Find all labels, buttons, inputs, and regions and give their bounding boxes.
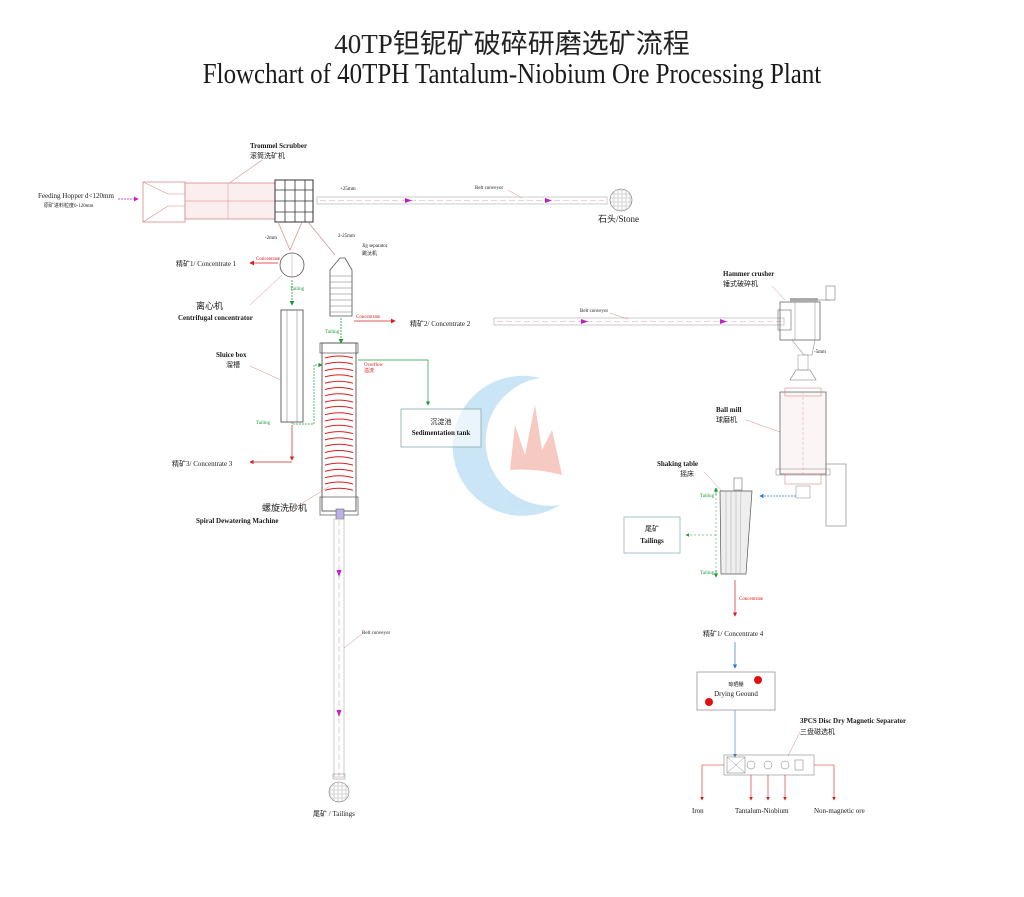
centrifuge-label-en: Centrifugal concentrator — [178, 314, 253, 322]
spiral-flight — [324, 443, 354, 447]
concentrate3-label: 精矿3/ Concentrate 3 — [172, 459, 233, 468]
concentrate1-label: 精矿1/ Concentrate 1 — [176, 259, 237, 268]
spiral-flight — [324, 355, 354, 359]
sluice-box: Sluice box 溜槽 Tailing 精矿3/ Concentrate 3 — [172, 309, 323, 468]
tailings-box-label-en: Tailings — [640, 537, 664, 545]
spiral-flight — [324, 481, 354, 485]
tailing-flow-label-2: Tailing — [325, 330, 340, 335]
concentrate-flow-label-4: Concentrate — [739, 597, 764, 602]
jig-label-en: Jig separator — [362, 244, 388, 249]
spiral-flight — [324, 405, 354, 409]
tailings-output-label: 尾矿 / Tailings — [313, 809, 355, 818]
feeding-hopper-label-cn: 原矿进料粒度0-120mm — [44, 202, 94, 209]
spiral-flight — [324, 462, 354, 466]
shaking-table-label-cn: 摇床 — [680, 469, 694, 478]
spiral-flight — [324, 450, 354, 453]
spiral-flight — [324, 487, 354, 491]
size-minus5-label: -5mm — [814, 350, 826, 355]
jig-label-cn: 跳汰机 — [362, 250, 377, 257]
concentrate-flow-label-1: Concentrate — [256, 257, 281, 262]
overflow-label-cn: 溢流 — [364, 367, 374, 374]
sedimentation-tank: 沉淀池 Sedimentation tank — [400, 408, 482, 448]
sluice-label-cn: 溜槽 — [226, 360, 240, 369]
marker-dot-icon — [754, 676, 762, 684]
feeding-hopper: Feeding Hopper d<120mm 原矿进料粒度0-120mm — [38, 181, 186, 223]
belt-conveyor-crusher: Belt conveyor — [493, 309, 785, 326]
spiral-label-en: Spiral Dewatering Machine — [196, 517, 278, 525]
trommel-scrubber: Trommel Scrubber 滚筒洗矿机 -2mm 2-25mm — [184, 142, 355, 256]
size-minus2-label: -2mm — [265, 236, 277, 241]
sedimentation-label-cn: 沉淀池 — [431, 417, 452, 426]
concentrate-flow-label-2: Concentrate — [356, 315, 381, 320]
spiral-flight — [324, 361, 354, 365]
spiral-flight — [324, 387, 354, 390]
tailings-box-label-cn: 尾矿 — [645, 524, 659, 533]
size-plus25-label: +25mm — [340, 187, 356, 192]
hammer-crusher: Hammer crusher 锤式破碎机 -5mm — [723, 270, 836, 356]
spiral-flight — [324, 418, 354, 422]
hammer-crusher-label-en: Hammer crusher — [723, 270, 774, 278]
size-2-25-label: 2-25mm — [338, 234, 355, 239]
spiral-flight — [324, 380, 354, 384]
stone-output-label: 石头/Stone — [598, 214, 639, 224]
overflow-label: Overflow — [364, 363, 384, 368]
sedimentation-label-en: Sedimentation tank — [412, 429, 471, 437]
sluice-label-en: Sluice box — [216, 351, 247, 359]
tailings-pile-icon — [328, 781, 350, 803]
belt-conveyor-label-1: Belt conveyor — [475, 186, 504, 191]
spiral-flight — [324, 437, 354, 441]
spiral-flight — [324, 475, 354, 479]
magnetic-separator: 3PCS Disc Dry Magnetic Separator 三盘磁选机 I… — [692, 717, 906, 815]
tailing-flow-label-4: Tailing — [700, 494, 715, 499]
belt-conveyor-tailings: Belt conveyor 尾矿 / Tailings — [313, 518, 391, 818]
spiral-flight — [324, 393, 354, 397]
magsep-label-en: 3PCS Disc Dry Magnetic Separator — [800, 717, 906, 725]
iron-output-label: Iron — [692, 807, 704, 815]
ball-mill-label-en: Ball mill — [716, 406, 742, 414]
tailing-flow-label-1: Tailing — [290, 287, 305, 292]
jig-separator: Jig separator 跳汰机 Concentrate 精矿2/ Conce… — [325, 244, 471, 344]
trommel-label-en: Trommel Scrubber — [250, 142, 307, 150]
marker-dot-icon — [705, 698, 713, 706]
spiral-flight — [324, 374, 354, 378]
concentrate2-label: 精矿2/ Concentrate 2 — [410, 319, 471, 328]
magsep-label-cn: 三盘磁选机 — [800, 727, 835, 736]
logo-peaks — [510, 405, 562, 475]
spiral-flight — [324, 424, 354, 428]
spiral-flight — [324, 431, 354, 435]
trommel-label-cn: 滚筒洗矿机 — [250, 151, 285, 160]
shaking-table-label-en: Shaking table — [657, 460, 698, 468]
spiral-flight — [324, 399, 354, 403]
non-magnetic-output-label: Non-magnetic ore — [814, 807, 865, 815]
spiral-label-cn: 螺旋洗砂机 — [262, 502, 307, 513]
ball-mill-label-cn: 球磨机 — [716, 415, 737, 424]
concentrate4-and-drying: 精矿1/ Concentrate 4 晾晒棚 Drying Geound — [696, 629, 776, 758]
centrifuge-label-cn: 离心机 — [196, 300, 223, 311]
belt-conveyor-stone: +25mm Belt conveyor 石头/Stone — [316, 186, 639, 224]
belt-conveyor-label-3: Belt conveyor — [362, 631, 391, 636]
stone-pile-icon — [609, 188, 633, 212]
spiral-flight — [324, 456, 354, 460]
belt-conveyor-label-2: Belt conveyor — [580, 309, 609, 314]
centrifugal-concentrator: 精矿1/ Concentrate 1 Concentrate Tailing 离… — [176, 252, 305, 322]
drying-label-cn: 晾晒棚 — [728, 681, 743, 688]
title-chinese: 40TP钽铌矿破碎研磨选矿流程 — [334, 29, 690, 59]
feeding-hopper-label-en: Feeding Hopper d<120mm — [38, 192, 114, 200]
hammer-crusher-label-cn: 锤式破碎机 — [723, 279, 758, 288]
tailing-flow-label-5: Tailing — [700, 571, 715, 576]
ball-mill: Ball mill 球磨机 — [716, 354, 847, 527]
spiral-flight — [324, 412, 354, 416]
spiral-flight — [324, 368, 354, 372]
shaking-table: Shaking table 摇床 Tailing Tailing Concent… — [657, 460, 764, 617]
tantalum-niobium-output-label: Tantalum-Niobium — [735, 807, 789, 815]
spiral-flight — [324, 468, 354, 472]
title-english: Flowchart of 40TPH Tantalum-Niobium Ore … — [202, 58, 822, 90]
tailings-box: 尾矿 Tailings — [623, 516, 681, 554]
tailing-flow-label-3: Tailing — [256, 421, 271, 426]
concentrate4-label: 精矿1/ Concentrate 4 — [703, 629, 764, 638]
drying-label-en: Drying Geound — [714, 690, 758, 698]
spiral-dewatering-machine: 螺旋洗砂机 Spiral Dewatering Machine Overflow… — [196, 342, 431, 525]
